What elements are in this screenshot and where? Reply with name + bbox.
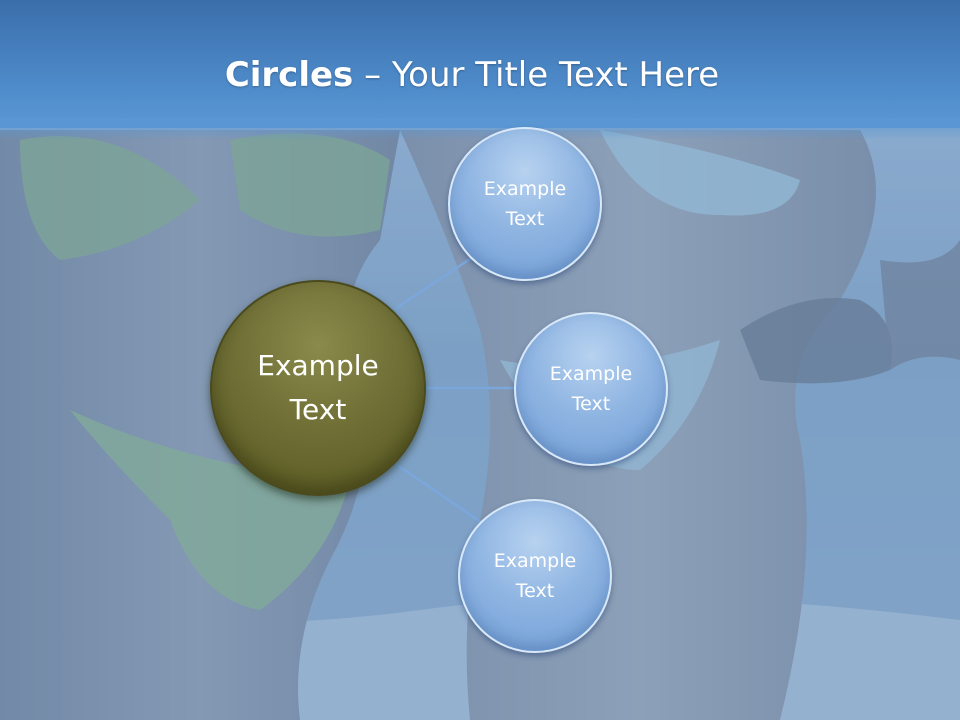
node-top-line1: Example (483, 178, 567, 200)
slide-title: Circles – Your Title Text Here (0, 52, 944, 98)
title-bold: Circles (224, 55, 354, 95)
node-top-line2: Text (505, 208, 545, 230)
header-band (0, 0, 960, 128)
connector-top (394, 253, 477, 311)
connector-bottom (396, 463, 482, 524)
header-fade (0, 118, 960, 140)
center-circle-line1: Example (257, 349, 379, 382)
node-circle-bottom: Example Text (458, 499, 612, 653)
center-circle: Example Text (210, 280, 426, 496)
node-middle-line1: Example (549, 363, 633, 385)
center-circle-line2: Text (289, 393, 347, 426)
title-rest: – Your Title Text Here (353, 55, 720, 95)
node-middle-line2: Text (571, 393, 611, 415)
node-bottom-line2: Text (515, 580, 555, 602)
node-circle-top: Example Text (448, 127, 602, 281)
node-bottom-line1: Example (493, 550, 577, 572)
node-circle-middle: Example Text (514, 312, 668, 466)
